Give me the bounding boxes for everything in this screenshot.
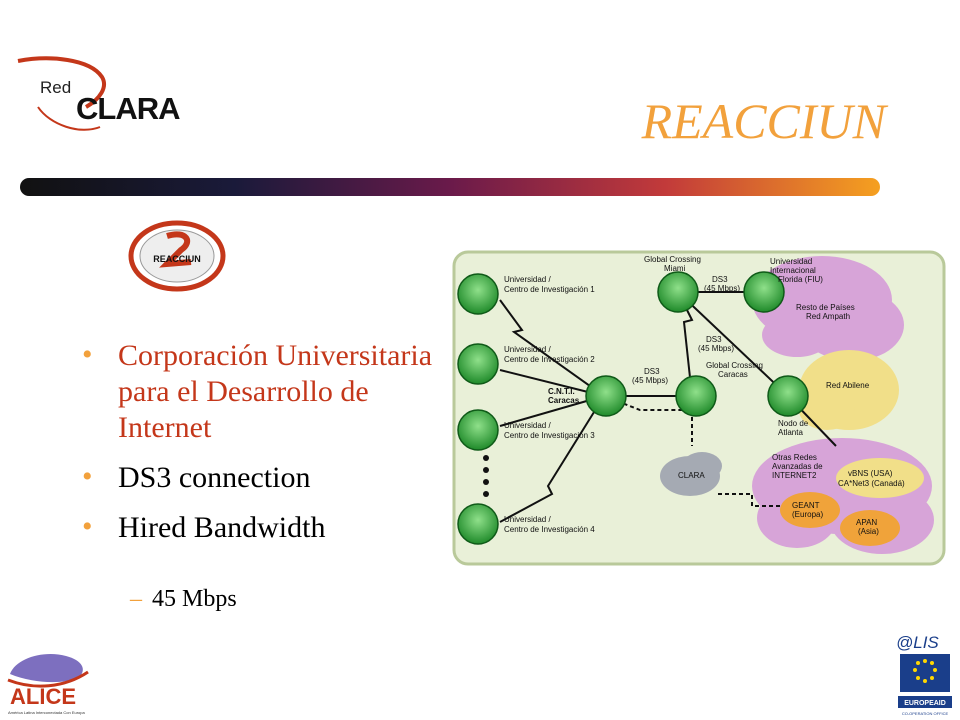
europeaid-sub-text: CO-OPERATION OFFICE (902, 711, 949, 716)
label-univ2-line1: Universidad / (504, 345, 551, 354)
label-fiu-line1: Universidad (770, 257, 812, 266)
label-univ2-line2: Centro de Investigación 2 (504, 355, 595, 364)
bullet-dot: • (82, 510, 93, 543)
label-geant-line2: (Europa) (792, 510, 823, 519)
routers (457, 271, 809, 545)
router-cnti (585, 375, 627, 417)
label-atlanta-line2: Atlanta (778, 428, 803, 437)
chain-dots (483, 455, 489, 497)
bullet-label: Corporación Universitaria para el Desarr… (118, 339, 433, 444)
bullet-label: DS3 connection (118, 461, 311, 494)
router-atlanta (767, 375, 809, 417)
bullet-dot: • (82, 460, 93, 493)
link-univ4-cnti (499, 395, 605, 523)
label-ampath-line1: Resto de Países (796, 303, 855, 312)
label-cnti-line2: Caracas (548, 396, 580, 405)
router-univ4 (457, 503, 499, 545)
bullet-item: • Corporación Universitaria para el Desar… (82, 338, 452, 446)
label-univ1-line1: Universidad / (504, 275, 551, 284)
logo-text-red: Red (40, 78, 71, 97)
europeaid-banner (898, 696, 952, 708)
label-ds3-mid-line2: (45 Mbps) (698, 344, 734, 353)
label-ds3-top-line1: DS3 (712, 275, 728, 284)
cloud-clara (660, 452, 722, 496)
sub-bullet: –45 Mbps (130, 586, 237, 613)
label-ds3-top-line2: (45 Mbps) (704, 284, 740, 293)
label-fiu-line3: Florida (FIU) (778, 275, 823, 284)
label-internet2-line1: Otras Redes (772, 453, 817, 462)
alice-tagline: América Latina Interconectada Con Europa (8, 710, 85, 715)
label-univ3-line1: Universidad / (504, 421, 551, 430)
label-gc-miami-line1: Global Crossing (644, 255, 701, 264)
reacciun-logo-text: REACCIUN (153, 254, 201, 264)
europeaid-text: EUROPEAID (904, 700, 946, 707)
link-miami-atlanta (677, 291, 789, 397)
label-univ1-line2: Centro de Investigación 1 (504, 285, 595, 294)
page-title: REACCIUN (641, 93, 886, 149)
bullet-item: • DS3 connection (82, 460, 452, 496)
label-cnti-line1: C.N.T.I. (548, 387, 575, 396)
label-ds3-mid-line1: DS3 (706, 335, 722, 344)
link-univ1-cnti (499, 299, 605, 397)
router-gc-miami (657, 271, 699, 313)
redclara-logo: Red CLARA (17, 56, 181, 131)
label-internet2-line3: INTERNET2 (772, 471, 817, 480)
label-abilene: Red Abilene (826, 381, 870, 390)
sub-bullet-label: 45 Mbps (152, 586, 237, 612)
label-ds3-left-line1: DS3 (644, 367, 660, 376)
logo-text-clara: CLARA (76, 91, 180, 126)
label-univ3-line2: Centro de Investigación 3 (504, 431, 595, 440)
label-univ4-line1: Universidad / (504, 515, 551, 524)
label-univ4-line2: Centro de Investigación 4 (504, 525, 595, 534)
alice-swoosh (7, 670, 89, 688)
label-ds3-left-line2: (45 Mbps) (632, 376, 668, 385)
alis-logo-text: @LIS (896, 633, 939, 652)
label-fiu-line2: Internacional (770, 266, 816, 275)
router-univ3 (457, 409, 499, 451)
cloud-fiu-ampath (752, 256, 904, 361)
label-vbns-line1: vBNS (USA) (848, 469, 893, 478)
logo-swoosh-bottom (37, 106, 101, 131)
logo-swoosh (17, 56, 106, 109)
router-fiu (743, 271, 785, 313)
link-cnti-dotted (603, 395, 692, 411)
label-atlanta-line1: Nodo de (778, 419, 809, 428)
bullet-list: • Corporación Universitaria para el Desar… (82, 338, 452, 560)
alice-logo: ALICE América Latina Interconectada Con … (7, 654, 89, 715)
label-apan-line1: APAN (856, 518, 877, 527)
label-internet2-line2: Avanzadas de (772, 462, 823, 471)
label-clara: CLARA (678, 471, 705, 480)
label-apan-line2: (Asia) (858, 527, 879, 536)
label-geant-line1: GEANT (792, 501, 820, 510)
label-ampath-line2: Red Ampath (806, 312, 850, 321)
cloud-abilene (799, 350, 899, 430)
router-gc-caracas (675, 375, 717, 417)
europeaid-logo: @LIS EUROPEAID CO-OPERATION OFFICE (896, 633, 952, 716)
cloud-geant (780, 492, 840, 528)
label-gc-miami-line2: Miami (664, 264, 686, 273)
reacciun-logo: REACCIUN (128, 220, 226, 292)
label-vbns-line2: CA*Net3 (Canadá) (838, 479, 905, 488)
network-diagram: Universidad / Centro de Investigación 1 … (452, 250, 946, 566)
bullet-label: Hired Bandwidth (118, 511, 326, 544)
alice-logo-text: ALICE (10, 684, 76, 709)
link-clara-geant (718, 493, 782, 507)
title-divider (20, 178, 880, 196)
cloud-vbns (836, 458, 924, 498)
router-univ1 (457, 273, 499, 315)
sub-bullet-dash: – (130, 586, 142, 612)
cloud-apan (840, 510, 900, 546)
label-gc-caracas-line2: Caracas (718, 370, 748, 379)
router-univ2 (457, 343, 499, 385)
bullet-item: • Hired Bandwidth (82, 510, 452, 546)
bullet-dot: • (82, 338, 93, 371)
label-gc-caracas-line1: Global Crossing (706, 361, 763, 370)
alice-map-shape (10, 654, 83, 683)
reacciun-logo-mark (159, 231, 192, 268)
eu-stars (913, 659, 937, 683)
